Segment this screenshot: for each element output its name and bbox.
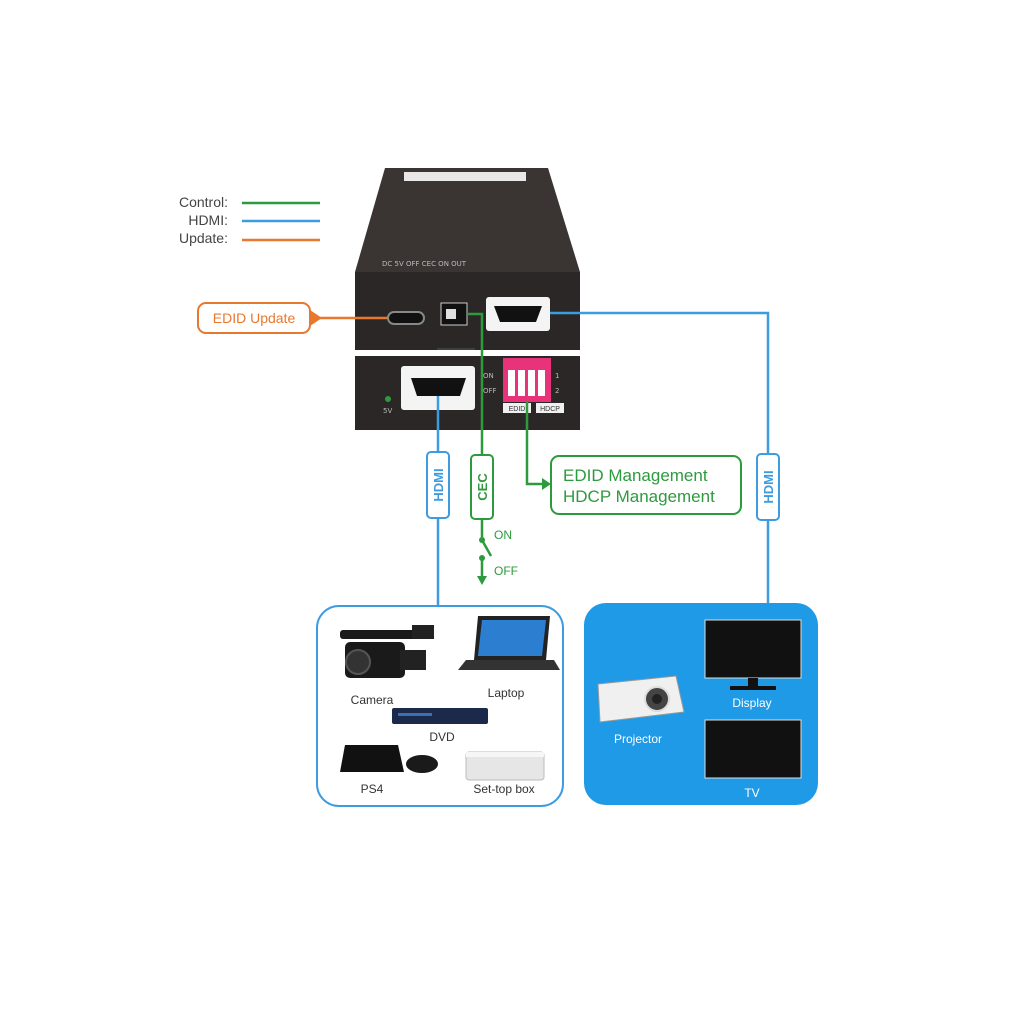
cec-control-path: CEC ON OFF bbox=[467, 312, 518, 585]
hdmi-input-cable: HDMI bbox=[426, 396, 450, 606]
dip-on-label: ON bbox=[483, 372, 494, 380]
laptop-label: Laptop bbox=[488, 686, 525, 700]
management-arrow bbox=[542, 478, 551, 490]
camera-icon bbox=[340, 625, 434, 678]
hdmi-out-cable-label: HDMI bbox=[761, 470, 776, 503]
cec-line-upper bbox=[467, 312, 484, 455]
camera-label: Camera bbox=[351, 693, 394, 707]
legend-hdmi-label: HDMI: bbox=[188, 212, 228, 228]
dvd-label: DVD bbox=[429, 730, 455, 744]
hdcp-management-label: HDCP Management bbox=[563, 487, 715, 506]
management-box bbox=[550, 455, 742, 515]
device-top bbox=[355, 168, 580, 272]
switch-lever bbox=[480, 539, 493, 557]
usb-c-port bbox=[387, 311, 425, 325]
edid-management-label: EDID Management bbox=[563, 466, 708, 485]
tv-icon bbox=[704, 719, 802, 779]
dip-switch-1[interactable] bbox=[508, 370, 515, 396]
dip-off-label: OFF bbox=[483, 387, 497, 395]
display-label: Display bbox=[732, 696, 771, 710]
hdmi-output-cable: HDMI bbox=[550, 311, 780, 606]
dip-number-1: 1 bbox=[555, 372, 559, 380]
set-top-box-icon bbox=[465, 751, 545, 781]
dip-switch-2[interactable] bbox=[518, 370, 525, 396]
display-monitor-icon bbox=[704, 619, 802, 690]
dip-switch-4[interactable] bbox=[538, 370, 545, 396]
display-devices-panel: Display Projector TV bbox=[584, 603, 818, 805]
game-console-icon bbox=[340, 745, 438, 773]
extender-device: DC 5V OFF CEC ON OUT 5V ON OFF 1 2 EDID … bbox=[355, 168, 580, 430]
switch-off-label: OFF bbox=[494, 564, 518, 578]
hdmi-out-line-upper bbox=[550, 311, 770, 454]
legend-control-label: Control: bbox=[179, 194, 228, 210]
power-led bbox=[385, 396, 391, 402]
dip-hdcp-tag bbox=[536, 403, 564, 413]
ps4-label: PS4 bbox=[361, 782, 384, 796]
projector-label: Projector bbox=[614, 732, 662, 746]
source-devices-panel: Camera Laptop DVD PS4 Set-top box bbox=[316, 605, 564, 807]
dip-switch-3[interactable] bbox=[528, 370, 535, 396]
edid-update-label: EDID Update bbox=[213, 310, 296, 326]
hdmi-in-cable-label: HDMI bbox=[431, 468, 446, 501]
legend-update-label: Update: bbox=[179, 230, 228, 246]
tv-label: TV bbox=[744, 786, 759, 800]
cec-arrow bbox=[477, 576, 487, 585]
projector-icon bbox=[597, 675, 685, 723]
dip-number-2: 2 bbox=[555, 387, 559, 395]
switch-on-label: ON bbox=[494, 528, 512, 542]
hdmi-out-port bbox=[494, 306, 542, 322]
dip-edid-label: EDID bbox=[509, 406, 526, 413]
device-top-label-strip bbox=[404, 172, 526, 181]
dvd-player-icon bbox=[392, 708, 488, 724]
cec-switch-knob bbox=[446, 309, 456, 319]
cec-cable-label: CEC bbox=[475, 473, 490, 501]
dip-edid-tag bbox=[503, 403, 531, 413]
settop-label: Set-top box bbox=[473, 782, 534, 796]
management-line bbox=[525, 402, 544, 486]
port-row-label: DC 5V OFF CEC ON OUT bbox=[382, 260, 467, 268]
edid-update-arrow bbox=[310, 310, 322, 326]
legend: Control: HDMI: Update: bbox=[179, 194, 320, 246]
dip-hdcp-label: HDCP bbox=[540, 406, 560, 413]
power-led-label: 5V bbox=[383, 407, 392, 415]
hdmi-in-port bbox=[411, 378, 466, 396]
management-callout: EDID Management HDCP Management bbox=[525, 402, 742, 515]
edid-update-callout: EDID Update bbox=[197, 302, 388, 334]
laptop-icon bbox=[458, 616, 560, 670]
